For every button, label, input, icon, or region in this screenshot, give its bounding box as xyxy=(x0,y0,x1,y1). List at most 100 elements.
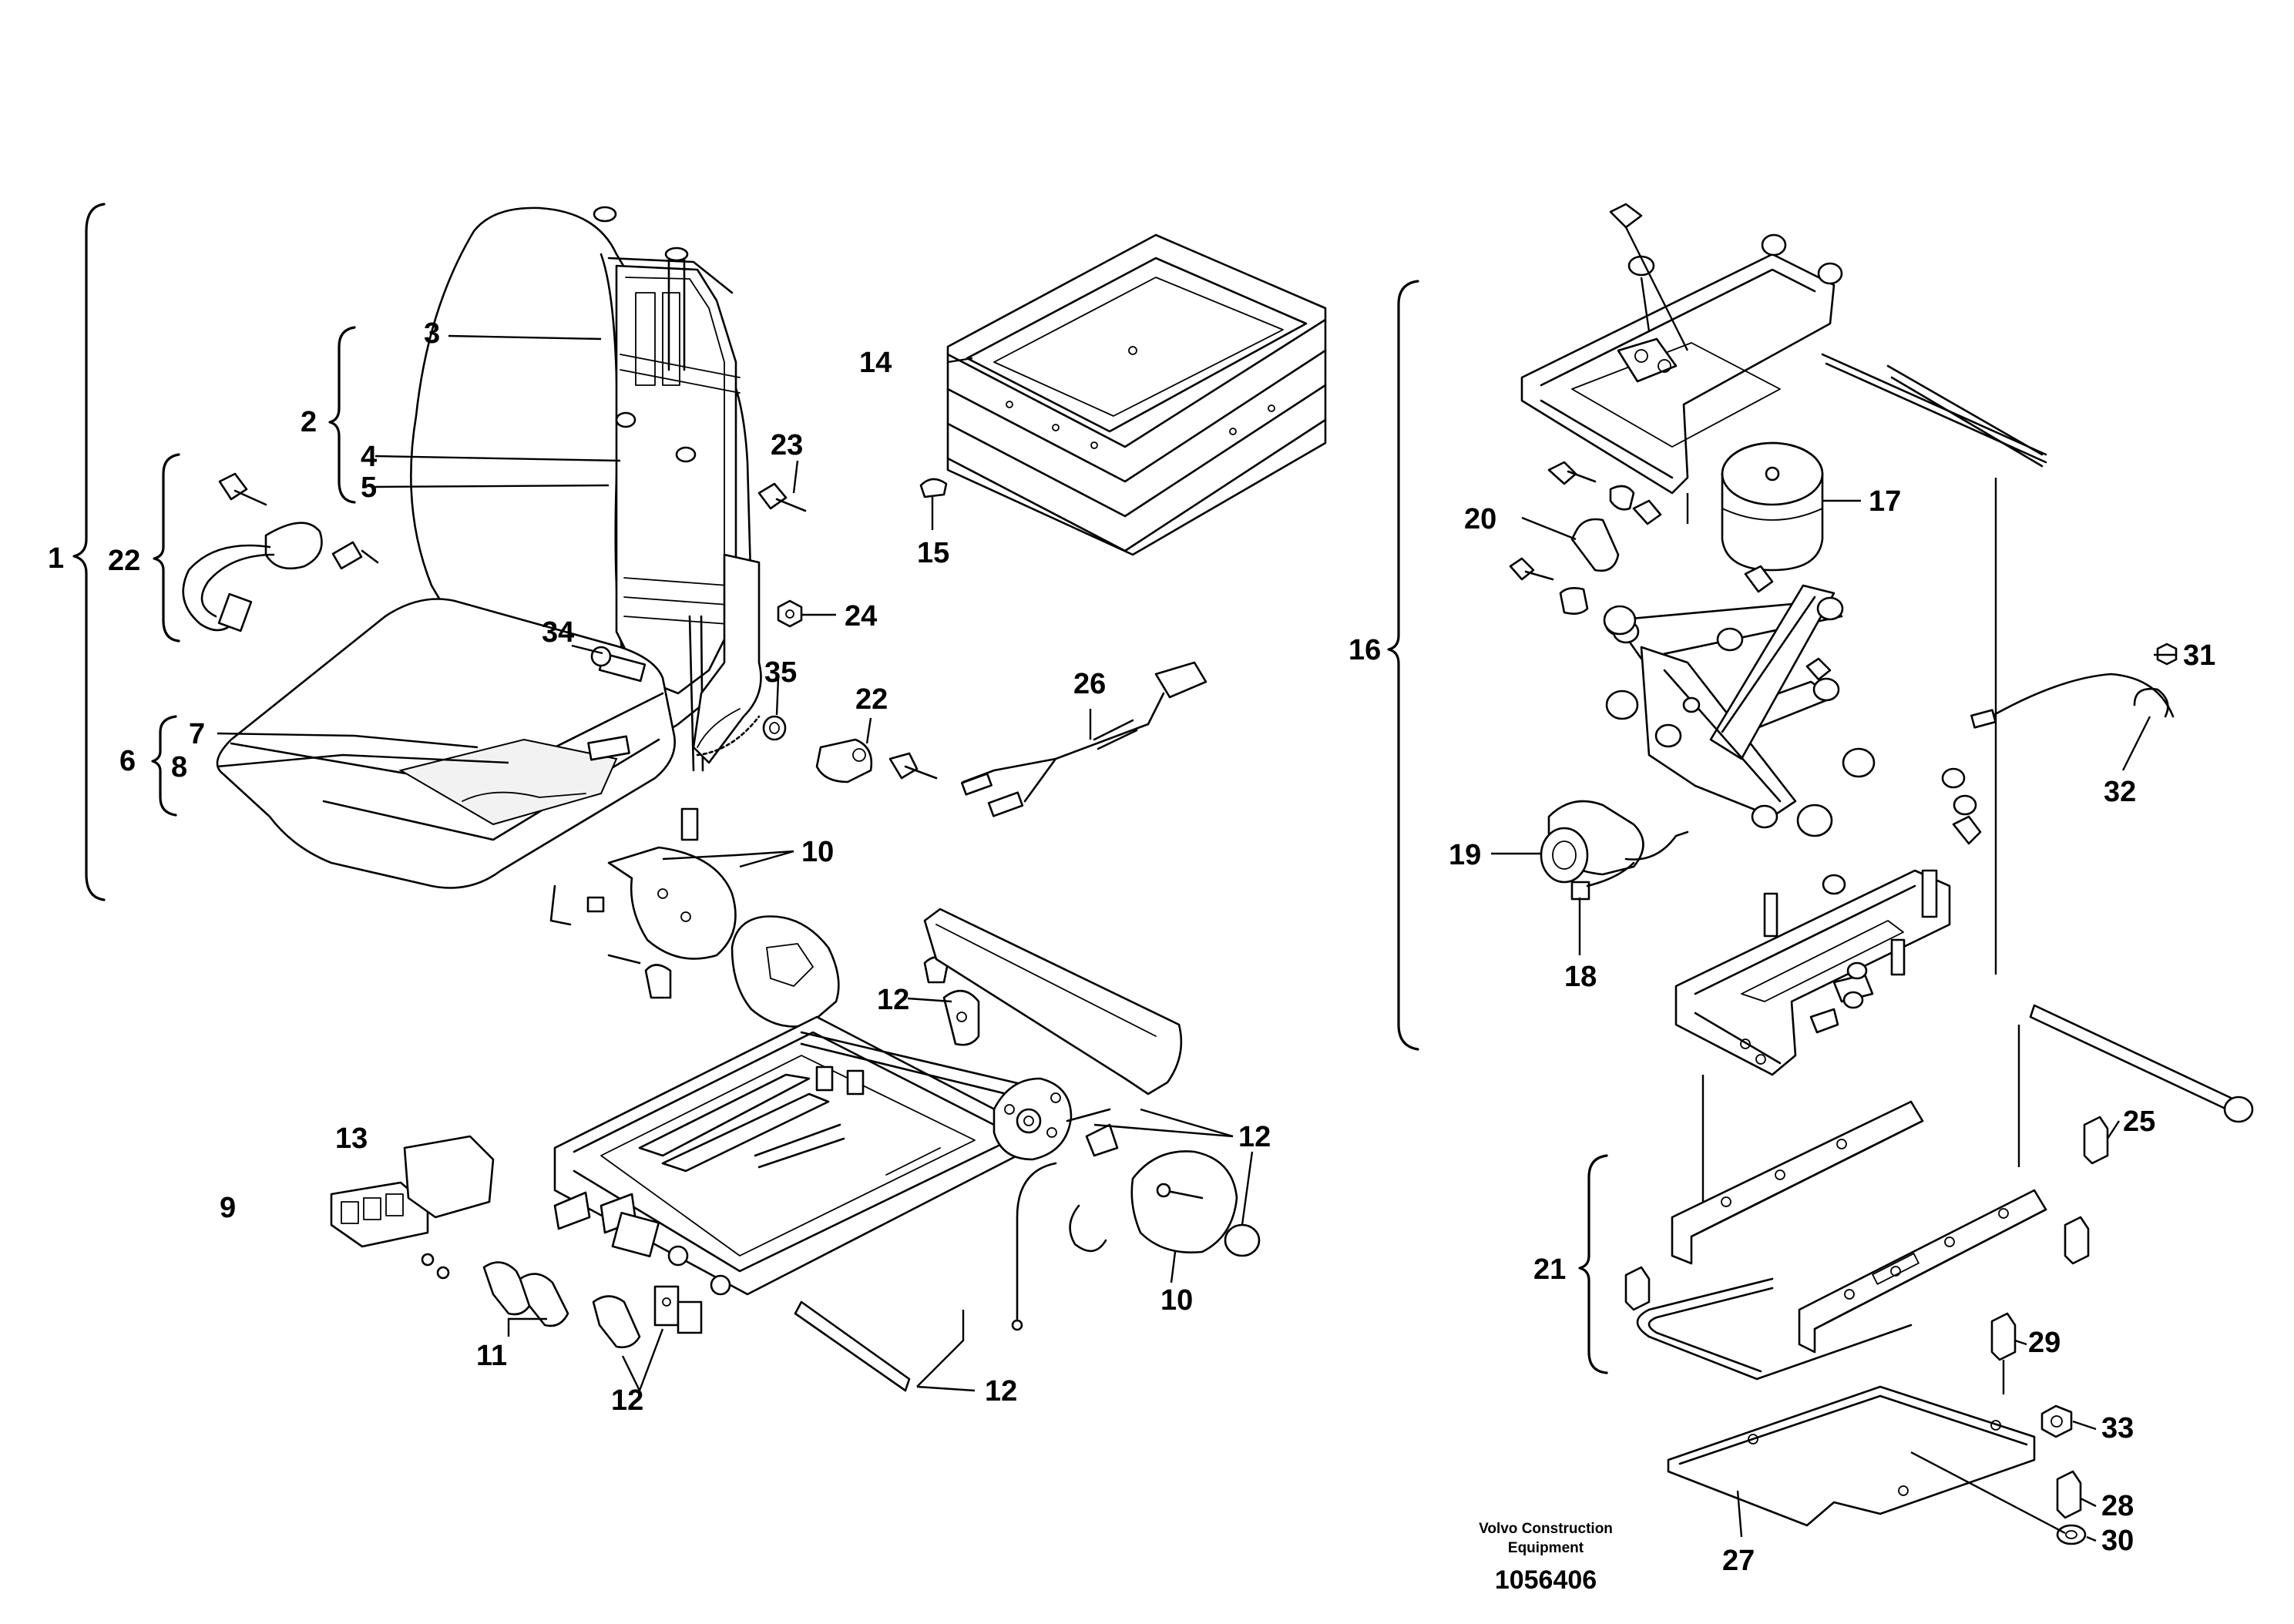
label-2: 2 xyxy=(301,406,317,438)
label-34: 34 xyxy=(542,616,574,649)
label-10-lower: 10 xyxy=(1160,1284,1193,1317)
release-cable xyxy=(1016,1162,1057,1323)
scissor-mechanism xyxy=(1603,565,1982,845)
headrest-cap xyxy=(593,206,617,223)
callout-labels: 1 2 3 4 5 6 7 8 9 10 10 11 12 12 12 12 1… xyxy=(48,317,2215,1577)
rod-washer xyxy=(2223,1096,2254,1123)
label-4: 4 xyxy=(361,441,377,473)
brace-1 xyxy=(72,203,106,901)
label-23: 23 xyxy=(771,429,803,461)
label-7: 7 xyxy=(189,718,205,750)
bolt-28 xyxy=(2056,1470,2082,1519)
washer-30 xyxy=(2056,1524,2087,1545)
leader-lines xyxy=(217,334,2177,1542)
label-11: 11 xyxy=(476,1340,507,1372)
adjust-rod-12 xyxy=(794,1300,911,1392)
brace-21 xyxy=(1578,1154,1608,1374)
label-27: 27 xyxy=(1722,1545,1755,1577)
nut-24 xyxy=(777,599,803,628)
label-14: 14 xyxy=(859,347,892,379)
cap-12 xyxy=(1224,1223,1261,1257)
label-8: 8 xyxy=(171,751,187,783)
label-16: 16 xyxy=(1349,634,1381,666)
brace-16 xyxy=(1387,280,1419,1051)
bolt-25 xyxy=(2083,1116,2109,1165)
label-12-caps: 12 xyxy=(1238,1121,1271,1153)
seat-belt xyxy=(182,472,379,632)
slide-handle xyxy=(1636,1277,1913,1381)
label-18: 18 xyxy=(1564,961,1597,993)
wiring-harness-26 xyxy=(960,661,1207,817)
lumbar-knob xyxy=(615,411,636,428)
rear-crossbar xyxy=(923,908,1183,1096)
screw-15 xyxy=(919,478,948,498)
caption-manufacturer: Volvo Construction xyxy=(1479,1521,1613,1537)
label-21: 21 xyxy=(1533,1253,1566,1286)
brace-2 xyxy=(328,326,356,504)
label-19: 19 xyxy=(1449,839,1481,871)
backrest-frame xyxy=(615,264,737,695)
nut-33 xyxy=(2040,1404,2073,1438)
seat-base-frame-9 xyxy=(553,1015,1065,1296)
bellows-14 xyxy=(946,233,1327,556)
brace-6 xyxy=(151,715,177,817)
top-frame xyxy=(1520,253,2047,495)
label-30: 30 xyxy=(2101,1525,2134,1557)
top-bolt xyxy=(1609,203,1643,229)
pin-34 xyxy=(590,646,647,683)
armrest-bracket-10-lower xyxy=(1130,1150,1261,1257)
air-spring-17 xyxy=(1721,441,1824,572)
label-31: 31 xyxy=(2183,639,2215,672)
brace-22 xyxy=(153,453,180,643)
label-15: 15 xyxy=(917,537,949,569)
caption-manufacturer-line2: Equipment xyxy=(1508,1540,1584,1556)
label-22-fitting: 22 xyxy=(855,683,888,716)
slide-rails-21 xyxy=(1624,1100,2090,1381)
label-10-upper: 10 xyxy=(801,836,834,868)
recliner-plate xyxy=(692,553,762,764)
clip-small xyxy=(549,884,572,926)
part-22-fitting xyxy=(815,738,938,783)
bushing-35 xyxy=(762,715,787,741)
label-5: 5 xyxy=(361,471,377,504)
recline-pin xyxy=(680,807,699,841)
label-20: 20 xyxy=(1464,503,1496,535)
clip-small-b xyxy=(586,896,605,913)
armrest-bracket-10-upper xyxy=(607,846,737,960)
adjuster-bracket xyxy=(731,915,840,1028)
label-26: 26 xyxy=(1073,668,1106,700)
switch-13 xyxy=(330,1135,495,1280)
label-25: 25 xyxy=(2123,1106,2155,1138)
label-12-hinge: 12 xyxy=(611,1384,643,1417)
recline-gear xyxy=(696,715,761,757)
base-plate-27 xyxy=(1667,1385,2036,1527)
label-6: 6 xyxy=(119,745,136,777)
bolt-29 xyxy=(1990,1312,2017,1361)
label-9: 9 xyxy=(220,1192,236,1224)
label-33: 33 xyxy=(2101,1412,2134,1444)
label-17: 17 xyxy=(1869,485,1901,518)
headrest-rod xyxy=(667,253,686,371)
plate-12 xyxy=(942,989,980,1046)
pivot-rod-upper xyxy=(1886,364,2044,468)
label-24: 24 xyxy=(845,600,877,632)
label-35: 35 xyxy=(764,656,797,689)
label-13: 13 xyxy=(335,1122,368,1155)
seat-assembly-group xyxy=(72,203,1327,1392)
label-1: 1 xyxy=(48,542,64,575)
compressor-19 xyxy=(1540,800,1689,901)
label-32: 32 xyxy=(2104,776,2136,808)
suspension-assembly-group xyxy=(1387,203,2254,1545)
lower-frame xyxy=(1674,869,1951,1076)
label-12-plate: 12 xyxy=(877,984,909,1016)
bolt-23 xyxy=(757,482,807,512)
connector-18 xyxy=(1570,881,1590,901)
snap-ring xyxy=(1069,1204,1107,1253)
stop-pin xyxy=(1763,892,1778,938)
figure-number: 1056406 xyxy=(1495,1565,1597,1595)
label-29: 29 xyxy=(2028,1327,2061,1359)
figure-caption: Volvo Construction Equipment 1056406 xyxy=(1479,1521,1613,1595)
label-28: 28 xyxy=(2101,1490,2134,1522)
